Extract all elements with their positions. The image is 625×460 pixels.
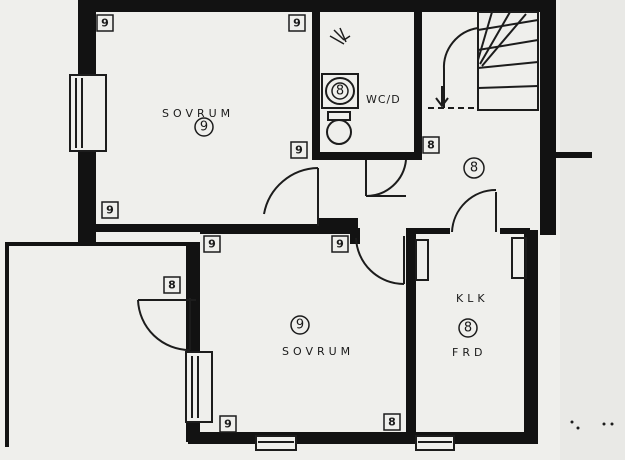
wall-marker: 9 xyxy=(101,201,119,219)
room-code-circle xyxy=(194,117,214,137)
wall-marker: 8 xyxy=(383,413,401,431)
wall-marker: 9 xyxy=(219,415,237,433)
window-left-bottom xyxy=(185,351,213,423)
wall-marker: 9 xyxy=(203,235,221,253)
wall-marker: 8 xyxy=(163,276,181,294)
room-label-frd: FRD xyxy=(452,346,486,359)
margin-marks xyxy=(570,420,614,430)
sink-icon xyxy=(321,73,359,109)
svg-text:8: 8 xyxy=(388,416,396,429)
door-bedroom-top xyxy=(263,167,319,226)
room-code-circle xyxy=(458,318,478,338)
door-klk-right xyxy=(511,237,527,279)
wall-marker: 9 xyxy=(331,235,349,253)
svg-text:8: 8 xyxy=(168,279,176,292)
wall-marker: 9 xyxy=(288,14,306,32)
staircase xyxy=(428,11,539,111)
room-code-bedroom-bottom: 9 xyxy=(296,318,304,333)
door-annex xyxy=(137,298,196,351)
svg-text:9: 9 xyxy=(293,17,301,30)
svg-text:9: 9 xyxy=(106,204,114,217)
door-klk xyxy=(451,188,497,233)
wall-marker: 9 xyxy=(290,141,308,159)
shower-icon xyxy=(329,27,351,45)
wall-marker: 9 xyxy=(96,14,114,32)
svg-text:9: 9 xyxy=(208,238,216,251)
svg-text:9: 9 xyxy=(224,418,232,431)
room-code-circle xyxy=(331,82,349,100)
window-left-top xyxy=(69,74,107,152)
svg-text:9: 9 xyxy=(336,238,344,251)
room-code-klk: 8 xyxy=(464,321,472,336)
room-label-bedroom-top: SOVRUM xyxy=(162,107,234,120)
svg-text:9: 9 xyxy=(101,17,109,30)
room-label-klk: KLK xyxy=(456,292,489,305)
room-code-circle xyxy=(463,157,485,179)
svg-text:8: 8 xyxy=(427,139,435,152)
room-label-bedroom-bottom: SOVRUM xyxy=(282,345,354,358)
room-code-wc: 8 xyxy=(336,84,344,99)
room-code-bedroom-top: 9 xyxy=(200,120,208,135)
room-code-hall: 8 xyxy=(470,161,478,176)
door-klk-left xyxy=(415,239,429,281)
room-label-wc: WC/D xyxy=(366,93,401,106)
window-bottom-left xyxy=(255,435,297,451)
svg-text:9: 9 xyxy=(295,144,303,157)
door-bedroom-bottom xyxy=(355,236,405,286)
window-bottom-right xyxy=(415,435,455,451)
toilet-icon xyxy=(326,111,352,145)
wall-marker: 8 xyxy=(422,136,440,154)
room-code-circle xyxy=(290,315,310,335)
door-wc xyxy=(365,159,407,198)
